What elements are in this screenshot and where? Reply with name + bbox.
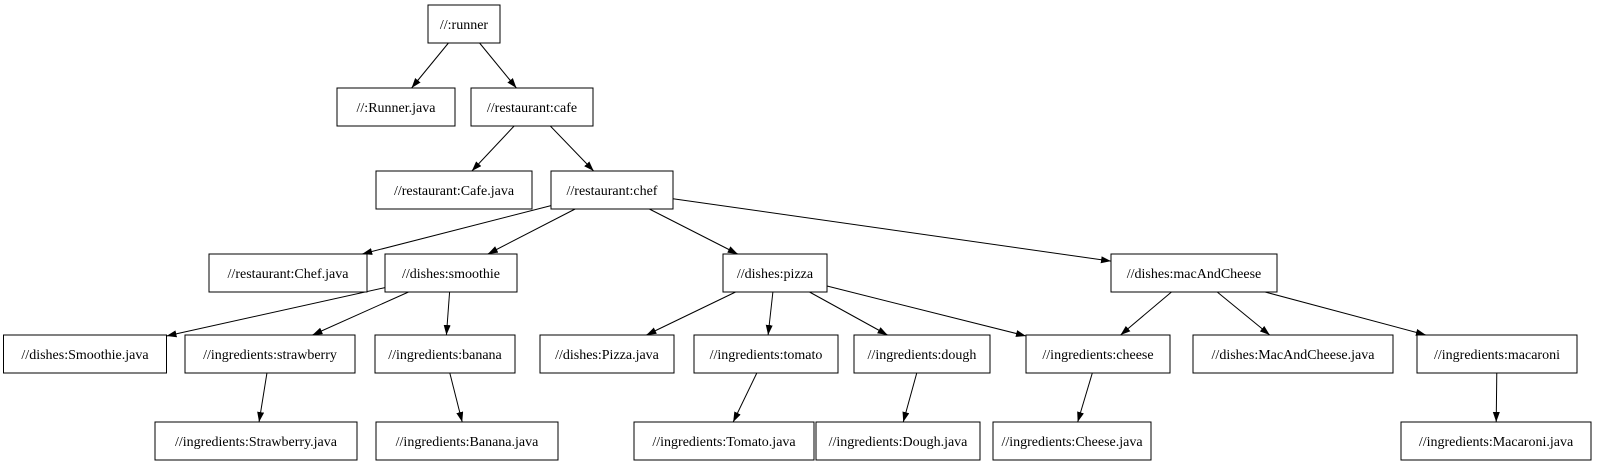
graph-node-chef_java: //restaurant:Chef.java — [208, 253, 368, 293]
edge-smoothie-to-strawberry — [312, 291, 409, 336]
edge-pizza-to-dough — [809, 291, 888, 336]
node-box — [375, 170, 533, 210]
edge-macandcheese-to-macandcheese_java — [1216, 291, 1271, 336]
edge-runner-to-cafe — [479, 42, 517, 89]
node-box — [1416, 334, 1578, 374]
node-box — [427, 4, 501, 44]
edge-cafe-to-cafe_java — [471, 125, 515, 172]
node-label: //ingredients:tomato — [710, 348, 823, 363]
graph-node-cafe: //restaurant:cafe — [470, 87, 594, 127]
edge-banana-to-banana_java — [449, 372, 464, 423]
edge-smoothie-to-smoothie_java — [166, 287, 386, 338]
node-box — [184, 334, 356, 374]
graph-node-dough_java: //ingredients:Dough.java — [815, 421, 981, 461]
node-box — [550, 170, 674, 210]
graph-node-runner: //:runner — [427, 4, 501, 44]
node-label: //ingredients:dough — [868, 348, 977, 363]
node-label: //restaurant:Cafe.java — [394, 184, 515, 199]
edge-cafe-to-chef — [549, 125, 595, 172]
node-label: //ingredients:Banana.java — [396, 435, 539, 450]
graph-node-pizza: //dishes:pizza — [722, 253, 828, 293]
node-label: //:runner — [440, 18, 489, 33]
graph-node-banana_java: //ingredients:Banana.java — [375, 421, 559, 461]
node-label: //dishes:Smoothie.java — [21, 348, 149, 363]
edge-smoothie-to-banana — [443, 291, 451, 336]
graph-node-cafe_java: //restaurant:Cafe.java — [375, 170, 533, 210]
node-box — [1192, 334, 1394, 374]
node-box — [3, 334, 167, 374]
graph-node-banana: //ingredients:banana — [374, 334, 516, 374]
node-box — [992, 421, 1152, 461]
node-box — [374, 334, 516, 374]
node-label: //dishes:smoothie — [402, 267, 500, 282]
node-box — [470, 87, 594, 127]
edge-macandcheese-to-cheese — [1120, 291, 1172, 336]
graph-node-runner_java: //:Runner.java — [336, 87, 456, 127]
node-label: //restaurant:cafe — [487, 101, 577, 116]
node-box — [853, 334, 991, 374]
edge-pizza-to-cheese — [826, 285, 1027, 337]
graph-node-dough: //ingredients:dough — [853, 334, 991, 374]
edge-macaroni-to-macaroni_java — [1492, 372, 1500, 423]
node-box — [1110, 253, 1278, 293]
edge-chef-to-smoothie — [487, 208, 576, 255]
edge-dough-to-dough_java — [902, 372, 918, 423]
edge-chef-to-macandcheese — [672, 198, 1112, 264]
graph-node-cheese_java: //ingredients:Cheese.java — [992, 421, 1152, 461]
graph-node-macandcheese: //dishes:macAndCheese — [1110, 253, 1278, 293]
graph-node-chef: //restaurant:chef — [550, 170, 674, 210]
graph-node-smoothie: //dishes:smoothie — [384, 253, 518, 293]
graph-node-pizza_java: //dishes:Pizza.java — [539, 334, 675, 374]
node-box — [336, 87, 456, 127]
node-box — [1400, 421, 1592, 461]
edge-macandcheese-to-macaroni — [1264, 291, 1427, 336]
graph-node-macandcheese_java: //dishes:MacAndCheese.java — [1192, 334, 1394, 374]
node-label: //ingredients:Tomato.java — [652, 435, 796, 450]
node-label: //dishes:MacAndCheese.java — [1212, 348, 1376, 363]
node-label: //dishes:pizza — [737, 267, 814, 282]
node-label: //ingredients:Dough.java — [829, 435, 969, 450]
node-box — [633, 421, 815, 461]
node-box — [375, 421, 559, 461]
node-label: //ingredients:Strawberry.java — [175, 435, 338, 450]
graph-node-macaroni: //ingredients:macaroni — [1416, 334, 1578, 374]
graph-node-cheese: //ingredients:cheese — [1025, 334, 1171, 374]
node-box — [208, 253, 368, 293]
node-label: //dishes:Pizza.java — [555, 348, 660, 363]
node-box — [815, 421, 981, 461]
node-label: //ingredients:cheese — [1042, 348, 1153, 363]
node-label: //:Runner.java — [357, 101, 437, 116]
node-box — [722, 253, 828, 293]
edge-chef-to-pizza — [649, 208, 738, 255]
node-box — [1025, 334, 1171, 374]
node-box — [539, 334, 675, 374]
graph-node-strawberry_java: //ingredients:Strawberry.java — [154, 421, 358, 461]
node-label: //ingredients:Cheese.java — [1001, 435, 1143, 450]
edge-chef-to-chef_java — [362, 205, 552, 255]
graph-node-strawberry: //ingredients:strawberry — [184, 334, 356, 374]
node-label: //ingredients:strawberry — [203, 348, 337, 363]
edge-pizza-to-tomato — [765, 291, 774, 336]
graph-node-macaroni_java: //ingredients:Macaroni.java — [1400, 421, 1592, 461]
node-box — [384, 253, 518, 293]
node-box — [693, 334, 839, 374]
graph-node-smoothie_java: //dishes:Smoothie.java — [3, 334, 167, 374]
node-label: //ingredients:Macaroni.java — [1419, 435, 1574, 450]
node-label: //restaurant:Chef.java — [228, 267, 350, 282]
edge-strawberry-to-strawberry_java — [257, 372, 268, 423]
node-label: //restaurant:chef — [567, 184, 658, 199]
node-box — [154, 421, 358, 461]
edge-runner-to-runner_java — [411, 42, 449, 89]
graph-node-tomato: //ingredients:tomato — [693, 334, 839, 374]
node-label: //dishes:macAndCheese — [1127, 267, 1262, 282]
node-label: //ingredients:banana — [388, 348, 502, 363]
edge-tomato-to-tomato_java — [732, 372, 758, 423]
node-label: //ingredients:macaroni — [1434, 348, 1560, 363]
graph-node-tomato_java: //ingredients:Tomato.java — [633, 421, 815, 461]
edge-pizza-to-pizza_java — [646, 291, 736, 336]
edge-cheese-to-cheese_java — [1077, 372, 1093, 423]
